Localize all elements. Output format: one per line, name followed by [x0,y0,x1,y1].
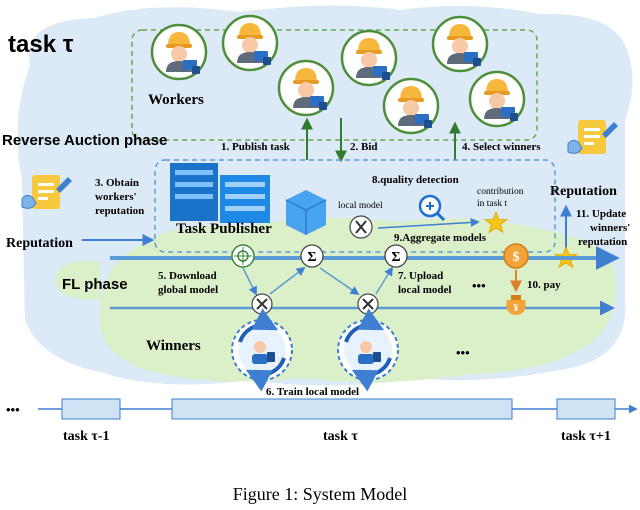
worker-icon [221,14,279,72]
fl-phase-label: FL phase [62,276,128,293]
task-title: task τ [8,31,74,58]
download-arrow-2 [319,267,360,296]
step-9-label: 9.Aggregate models [394,232,487,244]
fl-phase-left-wing [55,260,100,300]
dollar-coin-icon: $ [503,243,529,269]
step-11-line2: winners' [590,222,630,234]
money-bag-icon: ¥ [506,295,526,315]
step-3-line1: 3. Obtain [95,177,139,189]
worker-icon [340,29,398,87]
timeline-label-prev: task τ-1 [63,429,110,444]
timeline-ellipsis: ••• [6,402,20,417]
timeline-segment-next [556,398,616,420]
reverse-auction-phase-label: Reverse Auction phase [2,132,167,149]
workers-label: Workers [148,92,204,108]
step-2-label: 2. Bid [350,141,378,153]
worker-icon [382,77,440,135]
task-publisher-frame [154,159,556,253]
svg-text:$: $ [513,250,520,265]
winner-icon [338,320,398,380]
step-4-label: 4. Select winners [462,141,541,153]
winner-model-icon-1 [251,293,273,315]
worker-icon [150,23,208,81]
timeline-segment-current [171,398,513,420]
server-icon [170,163,327,235]
step-3-line3: reputation [95,205,144,217]
task-publisher-label: Task Publisher [176,221,272,237]
workers-group-frame [131,29,538,141]
winner-model-icon-2 [357,293,379,315]
download-arrow-1 [242,267,257,296]
upper-flow-ellipsis: ••• [472,278,486,293]
svg-text:¥: ¥ [514,303,519,314]
timeline-segment-prev [61,398,121,420]
step-3-line2: workers' [95,191,137,203]
local-model-label: local model [338,201,383,211]
reputation-right-label: Reputation [550,184,617,199]
contribution-label-line2: in task t [477,199,507,209]
step-10-label: 10. pay [527,279,561,291]
upload-arrow-2 [375,266,393,295]
step-5-line2: global model [158,284,218,296]
winner-icon [232,320,292,380]
step-5-line1: 5. Download [158,270,217,282]
quality-to-contribution-arrow [377,217,480,229]
step-7-line1: 7. Upload [398,270,443,282]
step-11-line3: reputation [578,236,627,248]
contribution-label-line1: contribution [477,187,524,197]
step-7-line2: local model [398,284,451,296]
worker-icon [468,70,526,128]
worker-icon [277,59,335,117]
timeline-label-next: task τ+1 [561,429,611,444]
reputation-left-label: Reputation [6,236,73,251]
figure-caption: Figure 1: System Model [233,484,408,504]
global-model-icon [231,244,255,268]
worker-icon [431,15,489,73]
svg-text:Σ: Σ [307,250,316,265]
timeline-label-current: task τ [323,429,358,444]
step-6-label: 6. Train local model [266,386,359,398]
step-1-label: 1. Publish task [221,141,291,153]
local-model-icon [349,215,373,239]
sum-icon-2: Σ [384,244,408,268]
upload-arrow-1 [269,266,306,295]
step-11-line1: 11. Update [576,208,626,220]
winners-ellipsis: ••• [456,345,470,360]
sum-icon-1: Σ [300,244,324,268]
magnifier-icon [418,194,446,222]
winners-label: Winners [146,338,201,354]
svg-text:Σ: Σ [391,250,400,265]
step-8-label: 8.quality detection [372,174,459,186]
